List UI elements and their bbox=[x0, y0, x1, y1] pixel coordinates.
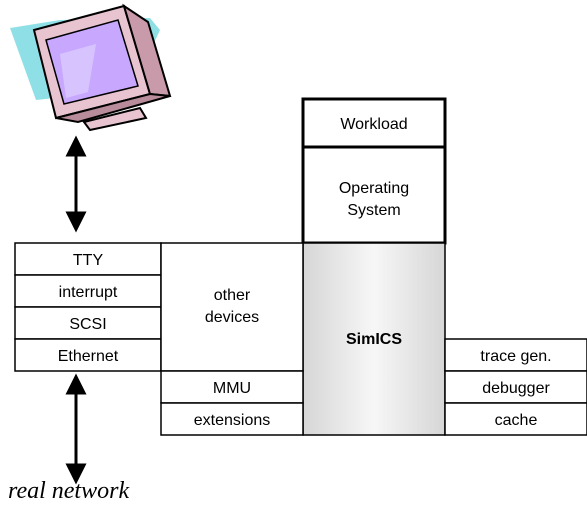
simics-core-box bbox=[302, 242, 446, 436]
lower-left-item bbox=[160, 370, 304, 404]
device-list-item bbox=[14, 242, 162, 276]
device-list-label: TTY bbox=[73, 252, 104, 269]
device-list-label: Ethernet bbox=[58, 348, 119, 365]
right-list-label: trace gen. bbox=[480, 348, 551, 365]
lower-left-list: MMU extensions bbox=[160, 370, 304, 436]
right-list-item bbox=[444, 338, 587, 372]
right-list-item bbox=[444, 402, 587, 436]
other-devices-label-line1: other bbox=[214, 287, 251, 304]
right-list-item bbox=[444, 370, 587, 404]
device-list-label: SCSI bbox=[69, 316, 106, 333]
simics-label: SimICS bbox=[346, 331, 402, 348]
workload-box bbox=[301, 97, 447, 149]
other-devices-box bbox=[160, 242, 304, 372]
device-list-item bbox=[14, 338, 162, 372]
operating-system-label-line2: System bbox=[347, 202, 400, 219]
monitor-icon bbox=[10, 3, 172, 132]
right-list: trace gen. debugger cache bbox=[444, 338, 587, 436]
device-list: TTY interrupt SCSI Ethernet bbox=[14, 242, 162, 372]
right-list-label: cache bbox=[495, 412, 538, 429]
operating-system-label-line1: Operating bbox=[339, 180, 409, 197]
real-network-label: real network bbox=[8, 478, 129, 504]
lower-left-item bbox=[160, 402, 304, 436]
workload-label: Workload bbox=[340, 116, 407, 133]
device-list-label: interrupt bbox=[59, 284, 118, 301]
lower-left-label: extensions bbox=[194, 412, 271, 429]
lower-left-label: MMU bbox=[213, 380, 251, 397]
right-list-label: debugger bbox=[482, 380, 550, 397]
other-devices-label-line2: devices bbox=[205, 309, 259, 326]
